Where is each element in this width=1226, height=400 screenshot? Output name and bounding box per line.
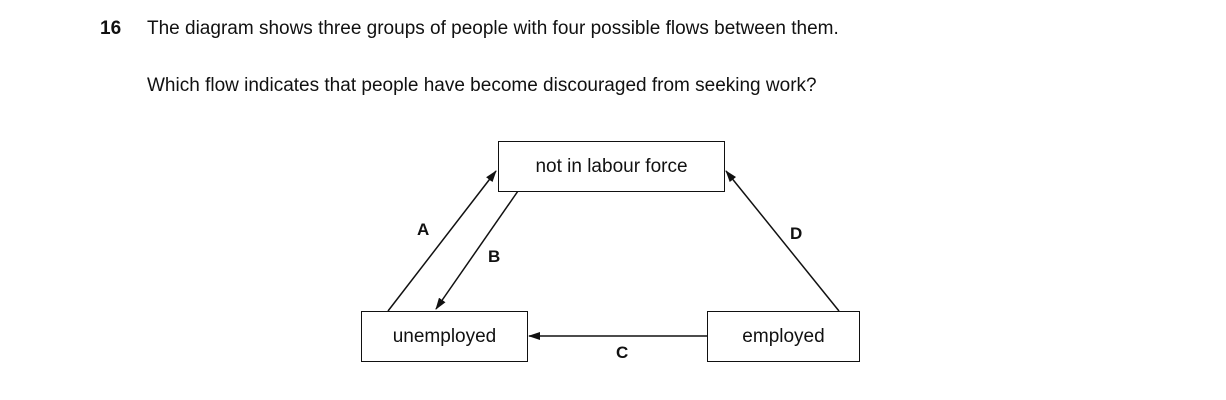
flow-label-a: A	[417, 220, 430, 239]
flow-arrow-b	[435, 190, 519, 310]
question-number: 16	[100, 18, 122, 39]
flow-arrow-d	[725, 170, 840, 312]
flow-label-d: D	[790, 224, 803, 243]
flow-label-b: B	[488, 247, 501, 266]
question-prompt: Which flow indicates that people have be…	[147, 75, 817, 96]
flow-label-c: C	[616, 343, 629, 362]
box-employed: employed	[707, 311, 860, 362]
box-not-in-labour-force: not in labour force	[498, 141, 725, 192]
box-unemployed: unemployed	[361, 311, 528, 362]
question-text: The diagram shows three groups of people…	[147, 18, 839, 39]
flow-arrow-a	[387, 170, 497, 312]
